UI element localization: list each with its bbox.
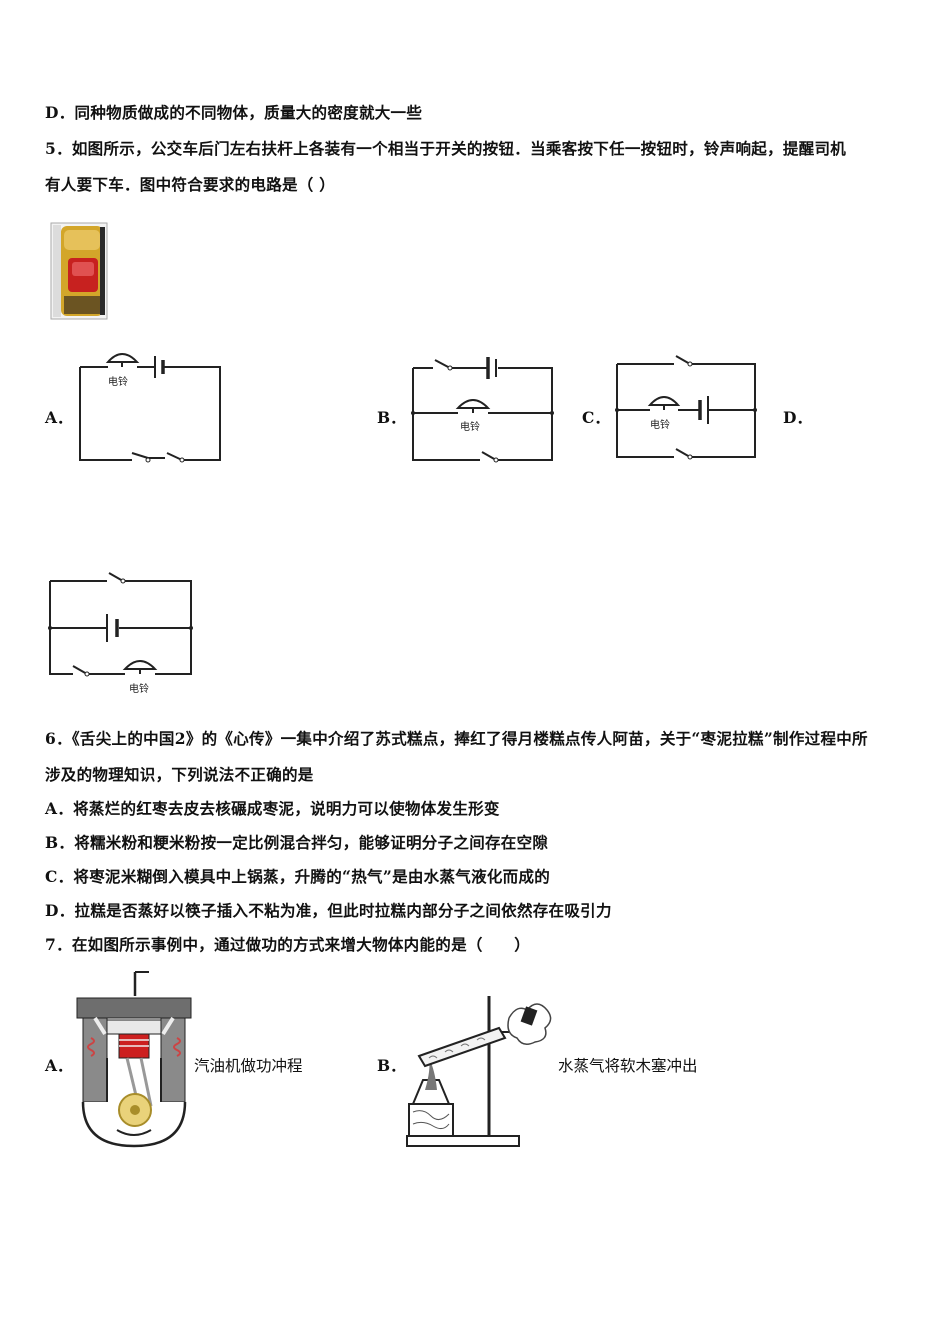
- q7-caption-b: 水蒸气将软木塞冲出: [558, 1057, 698, 1075]
- q7-stem: 7．在如图所示事例中，通过做功的方式来增大物体内能的是（ ）: [45, 935, 531, 954]
- svg-text:电铃: 电铃: [650, 418, 670, 431]
- bell-icon: [122, 660, 158, 670]
- q5-stem-line2: 有人要下车．图中符合要求的电路是（ ）: [45, 175, 336, 194]
- q6-option-a: A．将蒸烂的红枣去皮去核碾成枣泥，说明力可以使物体发生形变: [45, 799, 500, 818]
- q6-option-b: B．将糯米粉和粳米粉按一定比例混合拌匀，能够证明分子之间存在空隙: [45, 833, 549, 852]
- switch-icon: [72, 665, 88, 675]
- switch-icon: [434, 359, 451, 369]
- circuit-d: 电铃: [48, 572, 193, 695]
- switch-icon: [131, 452, 149, 459]
- q7-label-b: B．: [377, 1056, 406, 1075]
- switch-icon: [481, 451, 497, 461]
- engine-diagram: [76, 971, 192, 1148]
- svg-text:电铃: 电铃: [460, 420, 480, 433]
- switch-icon: [108, 572, 124, 582]
- bell-label: 电铃: [108, 375, 128, 388]
- bell-icon: [647, 396, 681, 406]
- q6-option-c: C．将枣泥米糊倒入模具中上锅蒸，升腾的“热气”是由水蒸气液化而成的: [45, 867, 551, 886]
- bell-icon: [105, 353, 140, 363]
- circuit-a: 电铃: [79, 353, 221, 463]
- circuit-b: 电铃: [411, 357, 554, 463]
- switch-icon: [675, 448, 691, 458]
- q4-option-d: D．同种物质做成的不同物体，质量大的密度就大一些: [45, 103, 423, 122]
- q6-option-d: D．拉糕是否蒸好以筷子插入不粘为准，但此时拉糕内部分子之间依然存在吸引力: [45, 901, 612, 920]
- cork-experiment-diagram: [406, 996, 552, 1147]
- q5-label-d: D．: [783, 408, 812, 427]
- switch-icon: [675, 355, 691, 365]
- q6-stem-line2: 涉及的物理知识，下列说法不正确的是: [45, 765, 314, 784]
- q5-label-c: C．: [582, 408, 610, 427]
- q5-stem-line1: 5．如图所示，公交车后门左右扶杆上各装有一个相当于开关的按钮．当乘客按下任一按钮…: [45, 139, 847, 158]
- switch-icon: [166, 452, 183, 461]
- q5-label-b: B．: [377, 408, 406, 427]
- circuit-c: 电铃: [615, 355, 757, 460]
- q7-caption-a: 汽油机做功冲程: [194, 1057, 303, 1075]
- bell-icon: [455, 399, 491, 409]
- q7-label-a: A．: [45, 1056, 73, 1075]
- q5-label-a: A．: [45, 408, 73, 427]
- bus-button-photo: [50, 222, 108, 320]
- q6-stem-line1: 6．《舌尖上的中国2》的《心传》一集中介绍了苏式糕点，捧红了得月楼糕点传人阿苗，…: [45, 729, 868, 748]
- svg-text:电铃: 电铃: [129, 682, 149, 695]
